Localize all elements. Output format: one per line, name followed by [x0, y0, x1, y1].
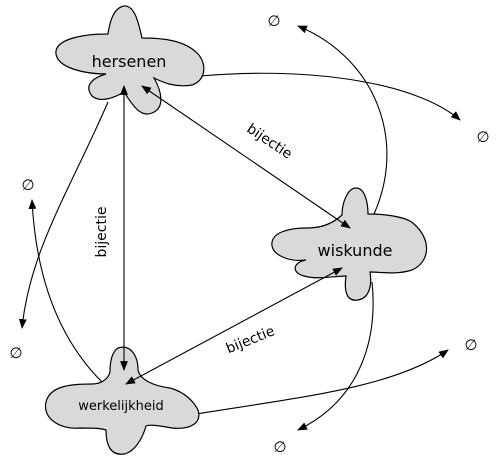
node-werkelijkheid-label: werkelijkheid [78, 399, 164, 414]
edge-label-werkelijkheid-wiskunde: bijectie [224, 323, 277, 357]
empty-set-right-lower: ∅ [464, 336, 477, 354]
empty-set-left-lower: ∅ [9, 344, 22, 362]
edge-werkelijkheid-to-empty-left [28, 199, 103, 383]
empty-set-top: ∅ [267, 12, 280, 30]
node-wiskunde-label: wiskunde [318, 241, 393, 260]
edge-werkelijkheid-to-empty-right [171, 349, 449, 419]
edge-bijectie-werkelijkheid-wiskunde [125, 267, 343, 385]
edge-label-hersenen-werkelijkheid: bijectie [94, 207, 110, 258]
empty-set-right-upper: ∅ [476, 128, 489, 146]
node-hersenen-label: hersenen [92, 52, 167, 71]
edge-wiskunde-to-empty-bottom [297, 281, 374, 431]
edge-wiskunde-to-empty-top [297, 25, 388, 227]
empty-set-bottom: ∅ [273, 438, 286, 456]
node-werkelijkheid-shape [44, 346, 200, 455]
edge-label-hersenen-wiskunde: bijectie [244, 121, 295, 163]
edge-bijectie-hersenen-wiskunde [141, 85, 351, 229]
edge-hersenen-to-empty-right [199, 72, 461, 121]
empty-set-left-upper: ∅ [21, 176, 34, 194]
edge-hersenen-to-empty-left [18, 101, 109, 329]
